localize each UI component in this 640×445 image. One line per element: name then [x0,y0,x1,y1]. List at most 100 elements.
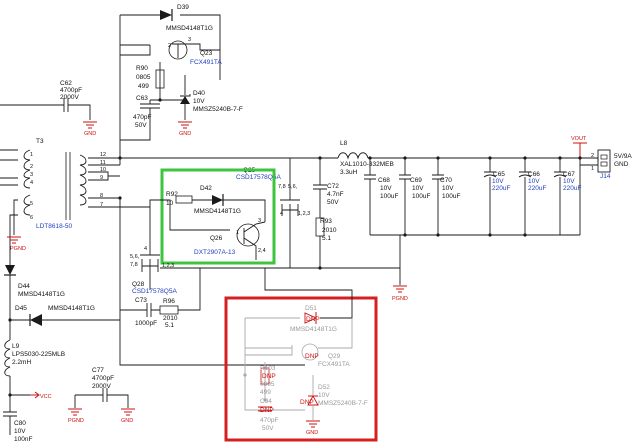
svg-text:7,8: 7,8 [130,262,138,268]
d51-dnp: DNP [306,316,320,323]
c62-voltage: 2000V [60,94,79,101]
q28-mosfet: 5,6, 7,8 4 1,2,3 Q28 CSD17578Q5A C73 100… [119,198,305,366]
q29-value: FCX491TA [318,361,350,368]
d45-value: MMSD4148T1G [48,305,95,312]
c70-voltage: 10V [442,185,454,192]
c67-ref: C67 [563,171,575,178]
svg-text:6: 6 [30,215,33,221]
q28-value: CSD17578Q5A [132,288,177,295]
q26-value: DXT2907A-13 [194,249,236,256]
svg-text:1: 1 [236,230,239,236]
q26-ref: Q26 [210,235,223,242]
c68-ref: C68 [378,177,390,184]
c94-ref: C94 [260,398,272,405]
l8-ref: L8 [340,140,348,147]
capacitor-c62: C62 4700pF 2000V GND [0,80,97,137]
c63-ref: C63 [136,95,148,102]
r103-ref: R103 [260,365,276,372]
svg-text:2: 2 [168,43,171,49]
vcc-label: VCC [40,394,52,400]
snubber-c72-r93: C72 4.7nF 50V R93 2010 5.1 PGND [290,156,408,302]
svg-text:GND: GND [84,131,96,137]
l9-ref: L9 [12,343,20,350]
diode-d51 [304,312,318,324]
d42-ref: D42 [200,185,212,192]
c94-value: 470pF [260,417,278,424]
resistor-r92 [175,195,193,204]
svg-text:2,4: 2,4 [258,248,266,254]
transformer-t3: T3 1 2 3 4 5 6 12 11 10 9 8 7 LDT8618-50… [0,138,290,260]
svg-text:11: 11 [100,160,106,166]
l9-value: LPS5030-225MLB [12,351,65,358]
c77-voltage: 2000V [92,383,111,390]
r93-value: 2010 [322,227,337,234]
q29-ref: Q29 [328,353,341,360]
d40-value: MMSZ5240B-7-F [193,106,243,113]
q29-dnp: DNP [305,353,319,360]
c67-voltage: 10V [563,178,575,185]
d45-ref: D45 [15,305,27,312]
q23-value: FCX491TA [190,59,222,66]
transistor-q26 [236,223,260,247]
j14-value: 5V/9A [614,153,632,160]
svg-text:2: 2 [30,164,33,170]
d39-ref: D39 [177,4,189,11]
d44-ref: D44 [18,283,30,290]
output-connector-j14: VOUT 2 1 5V/9A GND J14 [571,136,632,235]
svg-text:4: 4 [280,211,283,217]
c66-voltage: 10V [528,178,540,185]
d52-voltage: 10V [318,392,330,399]
svg-text:PGND: PGND [10,246,26,252]
diode-d39 [160,9,173,21]
c66-value: 220uF [528,185,546,192]
zener-d40 [180,96,190,104]
c67-value: 220uF [563,185,581,192]
r96-value2: 5.1 [165,322,174,329]
r93-ref: R93 [320,218,332,225]
c69-ref: C69 [410,177,422,184]
d51-value: MMSD4148T1G [290,326,337,333]
c94-dnp: DNP [260,407,274,414]
d52-value: MMSZ5240B-7-F [318,400,368,407]
t3-value: LDT8618-50 [36,223,73,230]
green-highlight-box [160,168,276,265]
c73-value: 1000pF [135,320,157,327]
svg-text:3: 3 [188,37,191,43]
c94-voltage: 50V [262,425,274,432]
d42-value: MMSD4148T1G [194,208,241,215]
t3-ref: T3 [36,138,44,145]
c62-value: 4700pF [60,87,82,94]
svg-text:5: 5 [30,201,33,207]
svg-text:1,2,3: 1,2,3 [162,263,174,269]
l9-value2: 2.2mH [12,359,31,366]
c66-ref: C66 [528,171,540,178]
d52-dnp: DNP [300,399,314,406]
c68-value: 100uF [380,193,398,200]
c65-voltage: 10V [492,178,504,185]
r90-ref: R90 [136,65,148,72]
aux-supply: D44 MMSD4148T1G D45 MMSD4148T1G L9 LPS50… [3,260,135,443]
resistor-r103 [260,367,270,385]
r90-value: 499 [138,83,149,90]
dnp-snubber: D51 DNP MMSD4148T1G DNP Q29 FCX491TA R10… [243,268,368,436]
svg-text:12: 12 [100,152,106,158]
c70-value: 100uF [442,193,460,200]
diode-d44 [5,265,15,275]
d40-voltage: 10V [193,98,205,105]
svg-text:PGND: PGND [68,418,84,424]
q23-ref: Q23 [200,50,213,57]
output-stage: L8 XAL1010-332MEB 3.3uH C68 10V 100uF C6… [320,140,590,268]
q25-value: CSD17578Q5A [236,174,281,181]
d51-ref: D51 [305,305,317,312]
diode-d42 [212,195,223,205]
r103-value: 499 [260,389,271,396]
d52-ref: D52 [318,384,330,391]
r96-value: 2010 [163,315,178,322]
c73-ref: C73 [135,297,147,304]
transistor-q29 [301,343,319,361]
r92-value: 10 [166,200,174,207]
resistor-r90 [155,69,165,89]
c62-ref: C62 [60,80,72,87]
r92-ref: R92 [166,191,178,198]
